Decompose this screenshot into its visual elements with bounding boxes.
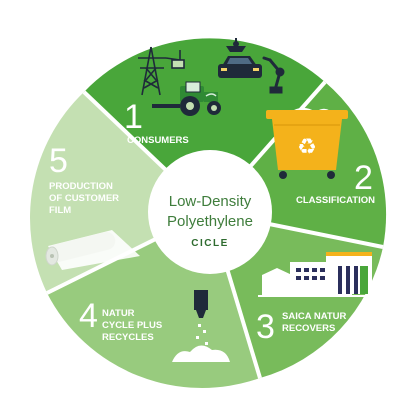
- robot-gripper-icon: [226, 38, 246, 52]
- car-icon: [218, 56, 262, 78]
- center-hub: [148, 150, 272, 274]
- film-roll-icon: [45, 230, 140, 270]
- segment-4-label-line3: RECYCLES: [102, 332, 154, 343]
- segment-5-label-line3: FILM: [49, 205, 71, 216]
- segment-5-label-line1: PRODUCTION: [49, 181, 113, 192]
- segment-4-label-line1: NATUR: [102, 308, 135, 319]
- factory-icon: [258, 252, 378, 297]
- segment-2-number: 2: [354, 159, 373, 197]
- tractor-icon: [152, 81, 221, 116]
- segment-4-number: 4: [79, 297, 98, 335]
- segment-3-label-line2: RECOVERS: [282, 323, 335, 334]
- power-pylon-icon: [138, 46, 185, 96]
- robot-arm-icon: [262, 56, 285, 94]
- segment-4-label-line2: CYCLE PLUS: [102, 320, 162, 331]
- recycling-container-icon: ♻: [266, 107, 348, 179]
- segment-3-label-line1: SAICA NATUR: [282, 311, 347, 322]
- segment-5-label-line2: OF CUSTOMER: [49, 193, 119, 204]
- segment-1-number: 1: [124, 98, 143, 136]
- segment-1-label: CONSUMERS: [127, 135, 189, 146]
- svg-text:♻: ♻: [297, 135, 317, 160]
- pellet-extruder-icon: [172, 290, 230, 362]
- segment-5-number: 5: [49, 142, 68, 180]
- center-title-line1: Low-Density: [169, 193, 252, 210]
- center-subtitle: CICLE: [191, 238, 229, 249]
- center-title-line2: Polyethylene: [167, 213, 253, 230]
- segment-3-number: 3: [256, 308, 275, 346]
- segment-2-label: CLASSIFICATION: [296, 195, 375, 206]
